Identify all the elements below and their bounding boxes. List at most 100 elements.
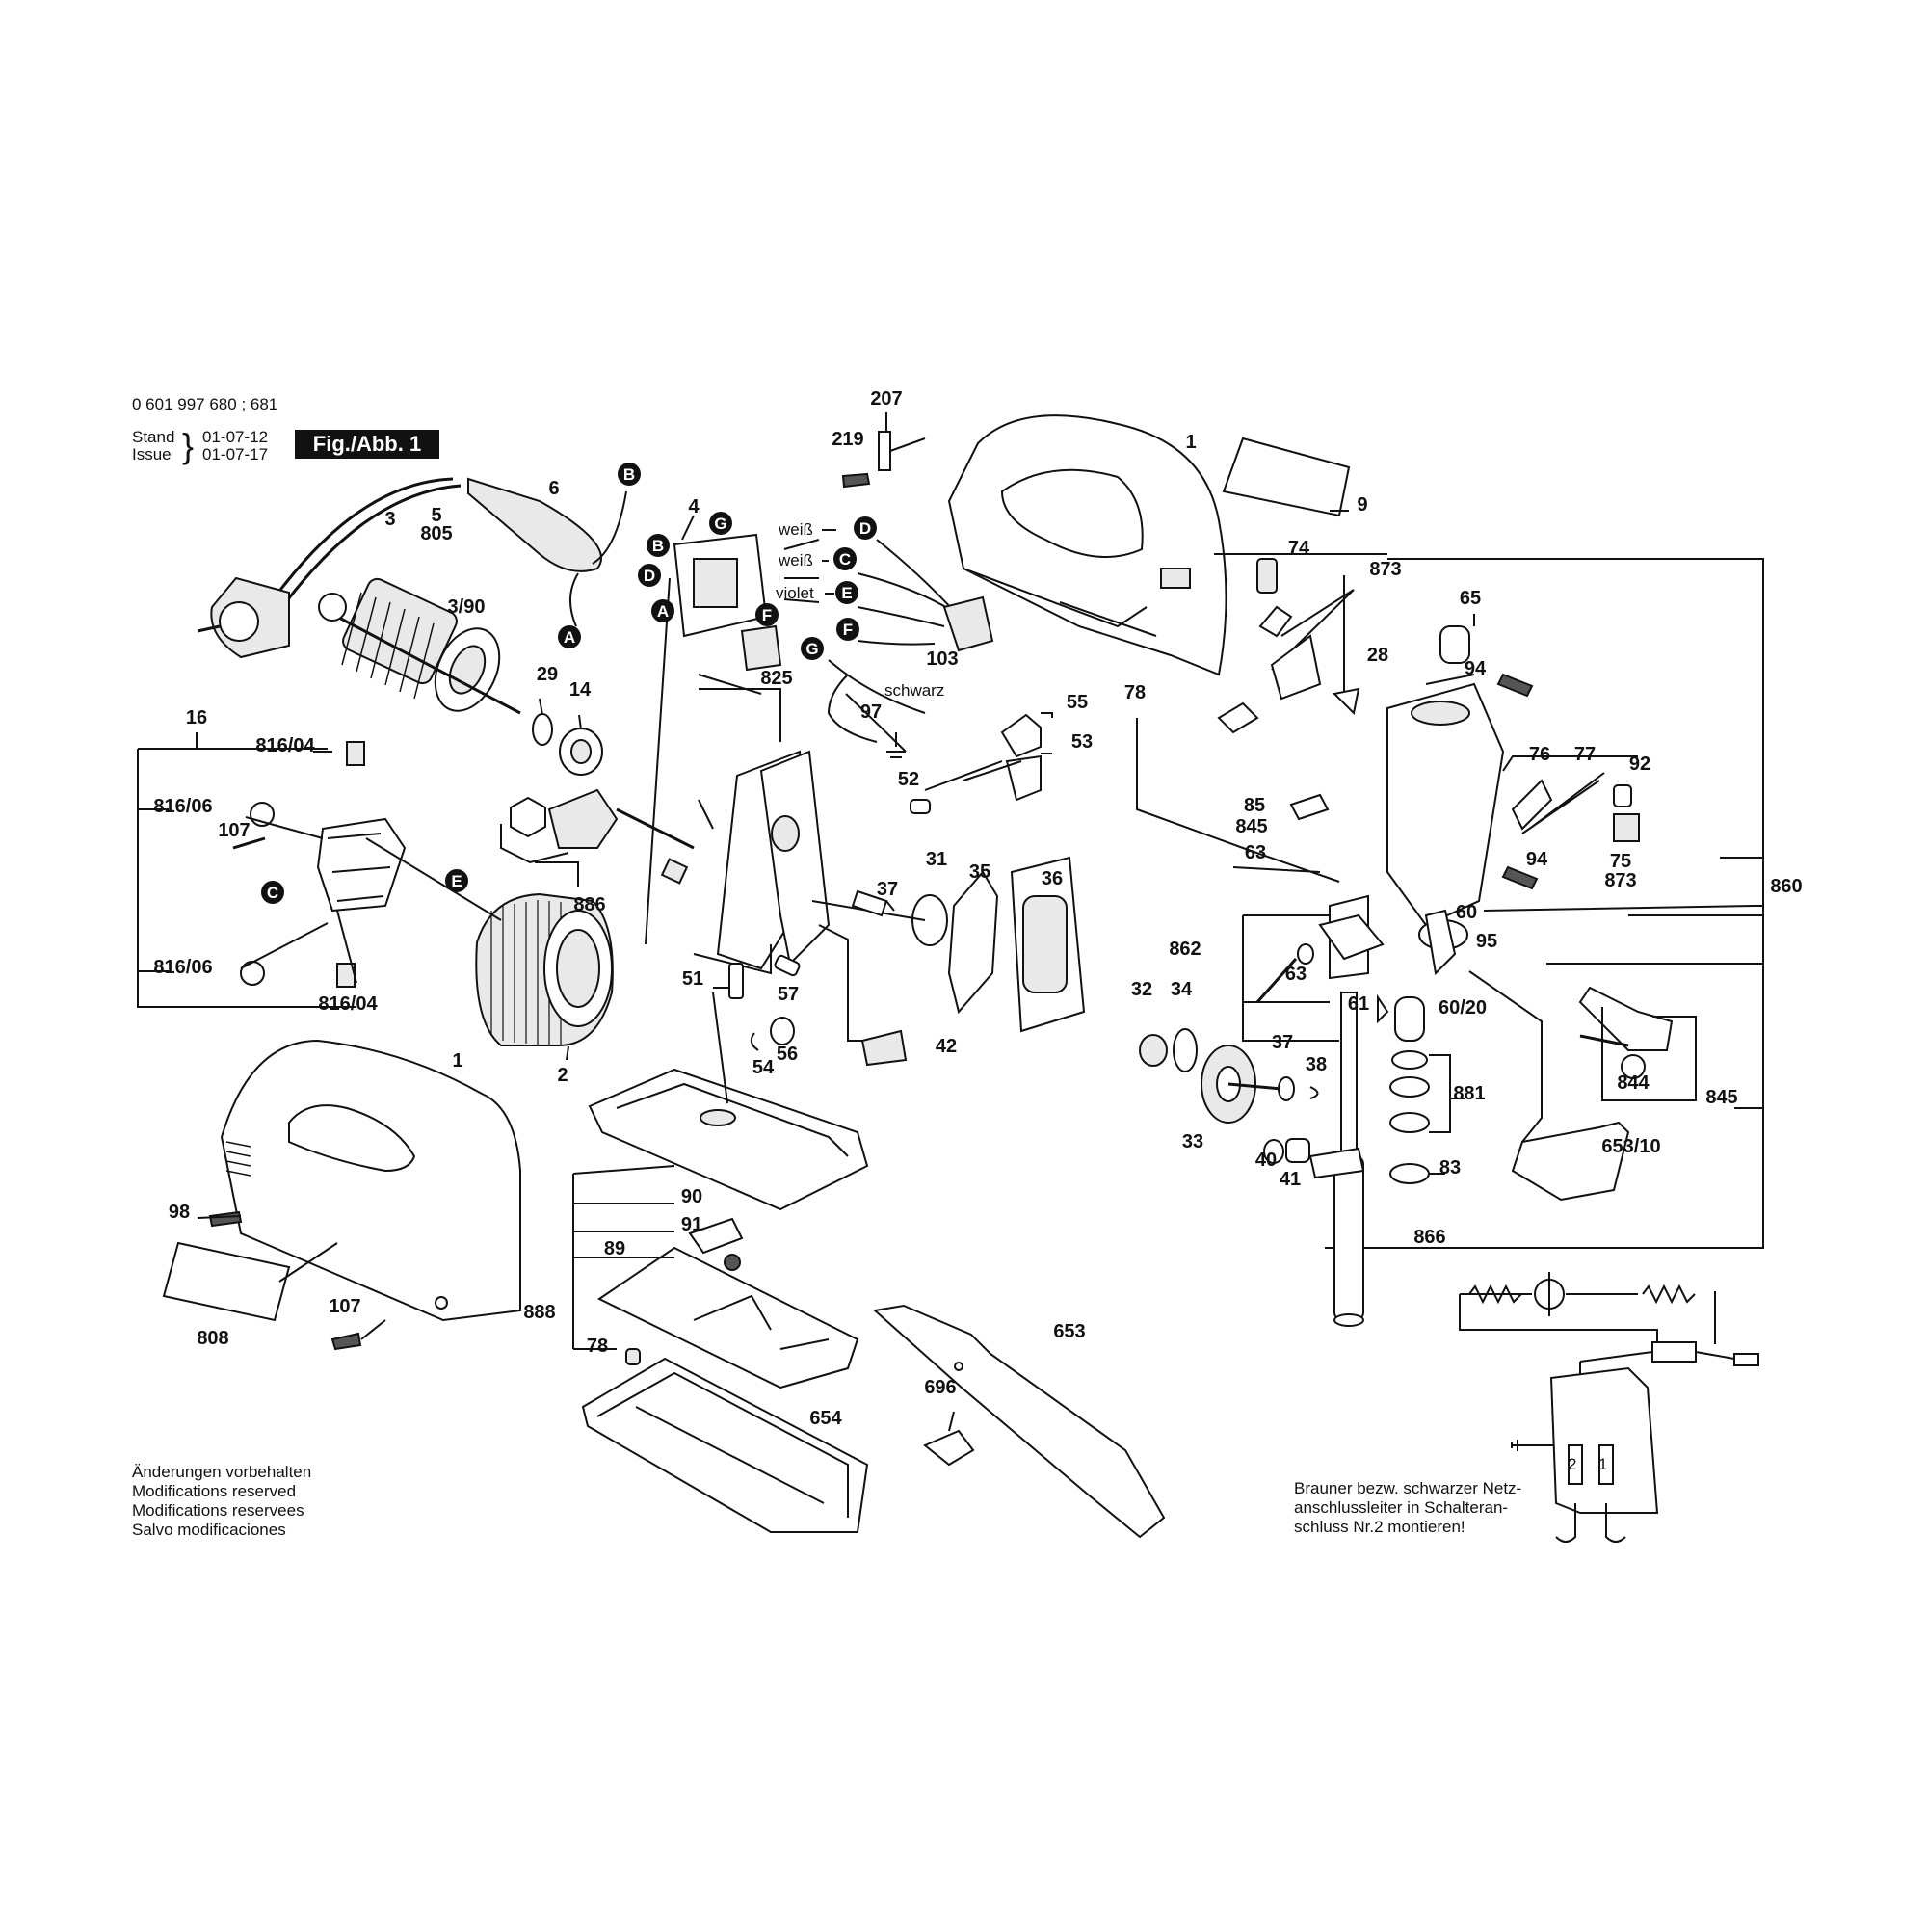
callout-label: 207 [870, 388, 902, 410]
callout-label: 29 [537, 664, 558, 685]
connector-circle [854, 516, 877, 540]
spring-76 [1511, 779, 1553, 831]
washer-56 [770, 1017, 795, 1045]
connector-badge: D [638, 564, 661, 587]
callout-label: 816/04 [318, 993, 378, 1015]
callout-label: 31 [926, 849, 947, 870]
pin-57 [774, 954, 801, 977]
plug-symbol [1733, 1353, 1759, 1366]
connector-letter: G [714, 515, 726, 533]
cable-clamp-207 [878, 431, 891, 471]
switch-module [673, 515, 782, 672]
callout-label: 40 [1255, 1150, 1277, 1171]
connector-letter: A [564, 628, 575, 647]
shaft-pin [698, 799, 714, 830]
circlip-37 [1278, 1076, 1295, 1101]
connector-badge: G [801, 637, 824, 660]
connector-circle [709, 512, 732, 535]
callout-label: 3 [384, 509, 395, 530]
armature [318, 577, 521, 715]
connector-circle [647, 534, 670, 557]
connector-letter: E [841, 584, 852, 602]
part-number: 0 601 997 680 ; 681 [132, 395, 278, 413]
footer-notice-left: Änderungen vorbehalten Modifications res… [132, 1463, 311, 1540]
field-coil-right [1642, 1284, 1696, 1305]
base-cover-654 [581, 1357, 869, 1533]
field-coil-left [1468, 1284, 1522, 1305]
retaining-ring-29 [532, 713, 553, 746]
connector-letter: D [859, 519, 871, 538]
washer-40 [1263, 1139, 1284, 1164]
circlip-54 [750, 1032, 759, 1051]
part-75 [1613, 813, 1640, 842]
pin-52 [910, 799, 931, 814]
washer-31 [911, 894, 948, 946]
callout-label: 92 [1629, 754, 1650, 775]
housing-half-top [947, 414, 1227, 676]
wire-label-weiss-top: weiß [778, 520, 813, 539]
washer-34 [1173, 1028, 1198, 1072]
pin-51 [728, 963, 744, 999]
footer-line: Brauner bezw. schwarzer Netz- [1294, 1479, 1522, 1497]
callout-label: 14 [569, 679, 592, 701]
connector-letter: B [652, 537, 664, 555]
callout-label: 5 [431, 505, 441, 526]
connector-badge: B [647, 534, 670, 557]
callout-label: 873 [1604, 870, 1636, 891]
callout-label: 65 [1460, 588, 1481, 609]
callout-label: 825 [760, 668, 792, 689]
issue-label: Issue [132, 445, 172, 463]
callout-label: 32 [1131, 979, 1152, 1000]
callout-label: 63 [1285, 964, 1307, 985]
callout-label: 844 [1617, 1072, 1650, 1094]
connector-circle [618, 463, 641, 486]
wiring-schematic: 2 1 [1459, 1272, 1759, 1543]
callout-label: 653/10 [1601, 1136, 1660, 1157]
part-92 [1613, 784, 1632, 807]
figure-badge: Fig./Abb. 1 [295, 430, 439, 459]
label-plate-9 [1222, 437, 1351, 517]
slide-plate-89 [597, 1246, 859, 1389]
connector-letter: C [267, 884, 278, 902]
connector-badge: F [836, 618, 859, 641]
callout-label: 75 [1610, 851, 1631, 872]
callout-label: 2 [557, 1065, 568, 1086]
screw-94 [724, 1254, 741, 1271]
callout-label: 888 [523, 1302, 555, 1323]
callout-label: 3/90 [448, 596, 486, 618]
callout-label: 873 [1369, 559, 1401, 580]
footer-notice-right: Brauner bezw. schwarzer Netz- anschlussl… [1294, 1479, 1521, 1537]
footer-line: anschlussleiter in Schalteran- [1294, 1498, 1509, 1517]
switch-symbol [1549, 1366, 1659, 1514]
callout-label: 845 [1235, 816, 1267, 837]
callout-label: 51 [682, 968, 703, 990]
vacuum-adapter-653 [872, 1304, 1166, 1539]
bushing [1258, 605, 1293, 638]
callout-label: 107 [329, 1296, 360, 1317]
callout-label: 808 [197, 1328, 228, 1349]
callout-label: 866 [1413, 1227, 1445, 1248]
carbon-brush [346, 741, 365, 766]
connector-badge: A [651, 599, 674, 622]
callout-label: 33 [1182, 1131, 1203, 1152]
screw-94-top [1496, 673, 1534, 698]
callout-label: 37 [1272, 1032, 1293, 1053]
roller-55 [1000, 713, 1042, 758]
callout-label: 94 [1465, 658, 1487, 679]
nut-hex [510, 796, 546, 838]
callout-label: 89 [604, 1238, 625, 1259]
cap-696 [923, 1429, 975, 1467]
callout-label: 76 [1529, 744, 1550, 765]
callout-label: 653 [1053, 1321, 1085, 1342]
callout-label: 816/06 [153, 796, 212, 817]
wire-label-schwarz: schwarz [884, 681, 944, 700]
lever-35 [947, 870, 999, 1015]
connector-badge: B [618, 463, 641, 486]
callout-label: 42 [936, 1036, 957, 1057]
callout-label: 61 [1348, 993, 1369, 1015]
housing-half-bottom [220, 1039, 521, 1322]
